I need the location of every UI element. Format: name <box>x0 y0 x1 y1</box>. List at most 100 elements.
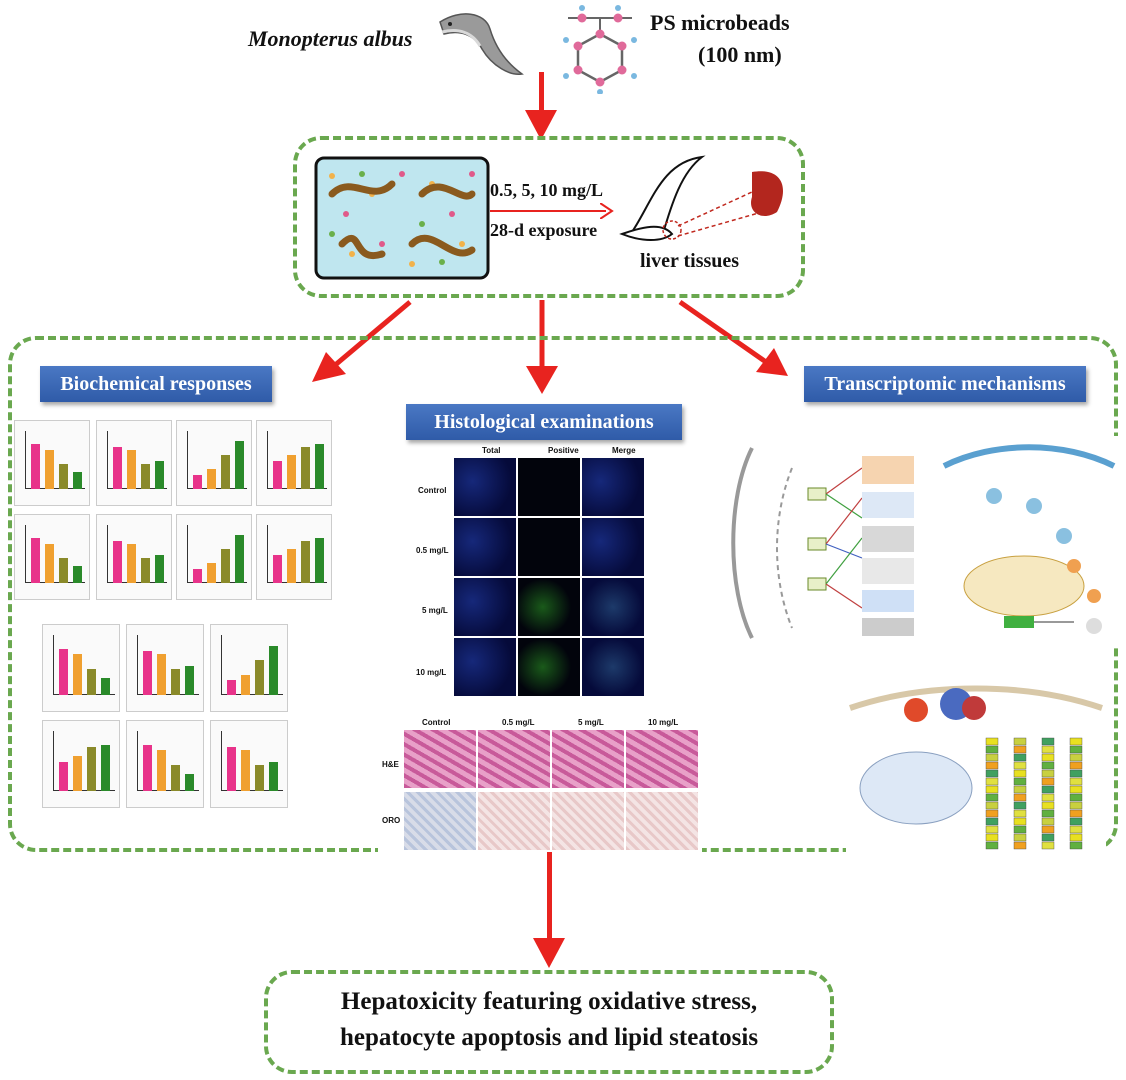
biochemical-bar <box>273 461 282 489</box>
heatmap-cell <box>1069 841 1083 850</box>
heatmap-cell <box>1069 785 1083 794</box>
stain-row-oro: ORO <box>382 816 401 825</box>
biochemical-bar <box>45 450 54 489</box>
biochemical-bar <box>113 541 122 583</box>
histology-image-cell <box>582 518 644 576</box>
biochemical-bar <box>101 745 110 791</box>
histology-image-cell <box>518 518 580 576</box>
eel-icon <box>439 13 524 75</box>
biochemical-chart-thumb <box>96 514 172 600</box>
heatmap-cell <box>1069 777 1083 786</box>
biochemical-bar <box>59 558 68 583</box>
heatmap-cell <box>985 777 999 786</box>
species-label: Monopterus albus <box>248 26 413 51</box>
histology-col-merge: Merge <box>612 446 636 455</box>
biochemical-banner: Biochemical responses <box>40 366 272 402</box>
biochemical-chart-thumb <box>210 624 288 712</box>
heatmap-cell <box>1013 737 1027 746</box>
biochemical-chart-thumb <box>14 420 90 506</box>
biochemical-bar <box>269 762 278 791</box>
histology-image-cell <box>582 458 644 516</box>
duration-label: 28-d exposure <box>490 220 598 240</box>
biochemical-bar <box>171 669 180 695</box>
heatmap-cell <box>1013 777 1027 786</box>
biochemical-bar <box>241 750 250 791</box>
biochemical-bar <box>227 680 236 695</box>
biochemical-bar <box>269 646 278 695</box>
heatmap-cell <box>1069 793 1083 802</box>
histology-image-cell <box>518 638 580 696</box>
biochemical-bar <box>255 765 264 791</box>
exposure-arrow-head-icon <box>600 203 614 219</box>
biochemical-bar <box>185 666 194 695</box>
biochemical-bar <box>287 549 296 583</box>
biochemical-bar <box>235 535 244 583</box>
histology-image-cell <box>518 578 580 636</box>
heatmap-cell <box>1041 809 1055 818</box>
heatmap-cell <box>1069 753 1083 762</box>
biochemical-bar <box>157 654 166 695</box>
histology-image-cell <box>518 458 580 516</box>
heatmap-cell <box>985 785 999 794</box>
heatmap-cell <box>1041 785 1055 794</box>
heatmap-cell <box>985 801 999 810</box>
biochemical-bar <box>193 475 202 489</box>
heatmap-cell <box>1013 817 1027 826</box>
diverging-arrows-icon <box>312 299 788 394</box>
biochemical-chart-thumb <box>256 514 332 600</box>
arrow-head-icon <box>533 938 565 968</box>
exposure-box <box>293 136 805 298</box>
biochemical-bar <box>143 745 152 791</box>
conclusion-box <box>264 970 834 1074</box>
biochemical-bar <box>141 558 150 583</box>
stain-image-cell <box>478 792 550 850</box>
biochemical-chart-thumb <box>176 514 252 600</box>
heatmap-cell <box>985 761 999 770</box>
biochemical-chart-thumb <box>96 420 172 506</box>
biochemical-bar <box>127 544 136 583</box>
biochemical-bar <box>155 555 164 583</box>
heatmap-cell <box>1041 761 1055 770</box>
arrow-head-icon <box>525 110 557 140</box>
exposure-arrow <box>490 210 606 212</box>
biochemical-bar <box>143 651 152 695</box>
biochemical-bar <box>59 762 68 791</box>
biochemical-bar <box>73 756 82 791</box>
heatmap-cell <box>1041 793 1055 802</box>
biochemical-bar <box>301 541 310 583</box>
stain-col-5: 5 mg/L <box>578 718 604 727</box>
biochemical-bar <box>113 447 122 489</box>
biochemical-bar <box>221 455 230 489</box>
heatmap-cell <box>985 793 999 802</box>
biochemical-bar <box>221 549 230 583</box>
heatmap-cell <box>1013 769 1027 778</box>
heatmap-cell <box>1041 841 1055 850</box>
biochemical-chart-thumb <box>42 720 120 808</box>
biochemical-bar <box>227 747 236 791</box>
tissue-label: liver tissues <box>640 250 740 272</box>
arrow-to-conclusion <box>547 852 552 952</box>
stain-panel: Control 0.5 mg/L 5 mg/L 10 mg/L H&E ORO <box>378 716 702 852</box>
arrow-to-exposure <box>539 72 544 116</box>
histology-col-total: Total <box>482 446 501 455</box>
heatmap-cell <box>1041 769 1055 778</box>
biochemical-chart-thumb <box>256 420 332 506</box>
heatmap-cell <box>1069 745 1083 754</box>
biochemical-bar <box>73 472 82 489</box>
lipid-pathway-diagram <box>722 438 932 648</box>
heatmap-cell <box>1041 737 1055 746</box>
nrf2-pathway-diagram <box>846 668 1106 852</box>
histological-banner: Histological examinations <box>406 404 682 440</box>
histology-image-cell <box>454 638 516 696</box>
heatmap-cell <box>1013 833 1027 842</box>
biochemical-chart-thumb <box>14 514 90 600</box>
biochemical-chart-thumb <box>126 720 204 808</box>
biochemical-bar <box>141 464 150 489</box>
heatmap-cell <box>1013 785 1027 794</box>
stain-col-10: 10 mg/L <box>648 718 679 727</box>
conclusion-line-2: hepatocyte apoptosis and lipid steatosis <box>339 1024 759 1051</box>
biochemical-bar <box>73 566 82 583</box>
heatmap-cell <box>1041 817 1055 826</box>
heatmap-cell <box>1069 817 1083 826</box>
heatmap-cell <box>1041 825 1055 834</box>
